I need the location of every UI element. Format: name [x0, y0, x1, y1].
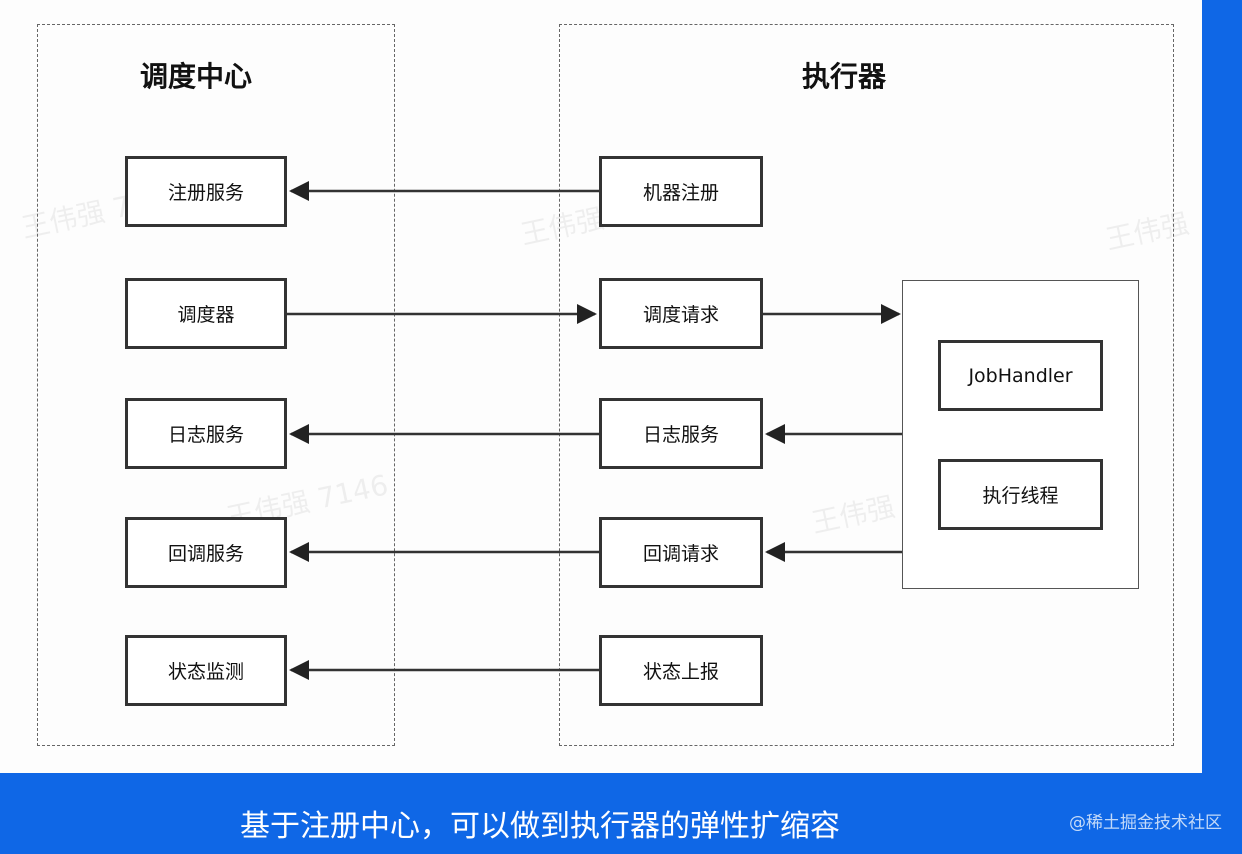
executor-region — [559, 24, 1174, 746]
status-report-box: 状态上报 — [599, 635, 763, 706]
credit-watermark: @稀土掘金技术社区 — [1069, 813, 1222, 833]
executor-log-service-box: 日志服务 — [599, 398, 763, 469]
status-monitor-box: 状态监测 — [125, 635, 287, 706]
machine-register-box: 机器注册 — [599, 156, 763, 227]
execution-thread-box: 执行线程 — [938, 459, 1103, 530]
handler-container — [902, 280, 1139, 589]
schedule-request-box: 调度请求 — [599, 278, 763, 349]
caption: 基于注册中心，可以做到执行器的弹性扩缩容 — [240, 809, 840, 844]
diagram-canvas: 王伟强 7146 王伟强 王伟强 7146 王伟强 7146 王伟强 调度中心 … — [0, 0, 1202, 773]
scheduler-box: 调度器 — [125, 278, 287, 349]
executor-title: 执行器 — [802, 60, 887, 93]
registry-service-box: 注册服务 — [125, 156, 287, 227]
callback-service-box: 回调服务 — [125, 517, 287, 588]
callback-request-box: 回调请求 — [599, 517, 763, 588]
log-service-box: 日志服务 — [125, 398, 287, 469]
scheduler-region — [37, 24, 395, 746]
connector-arrows — [287, 181, 902, 680]
jobhandler-box: JobHandler — [938, 340, 1103, 411]
scheduler-title: 调度中心 — [140, 60, 253, 93]
